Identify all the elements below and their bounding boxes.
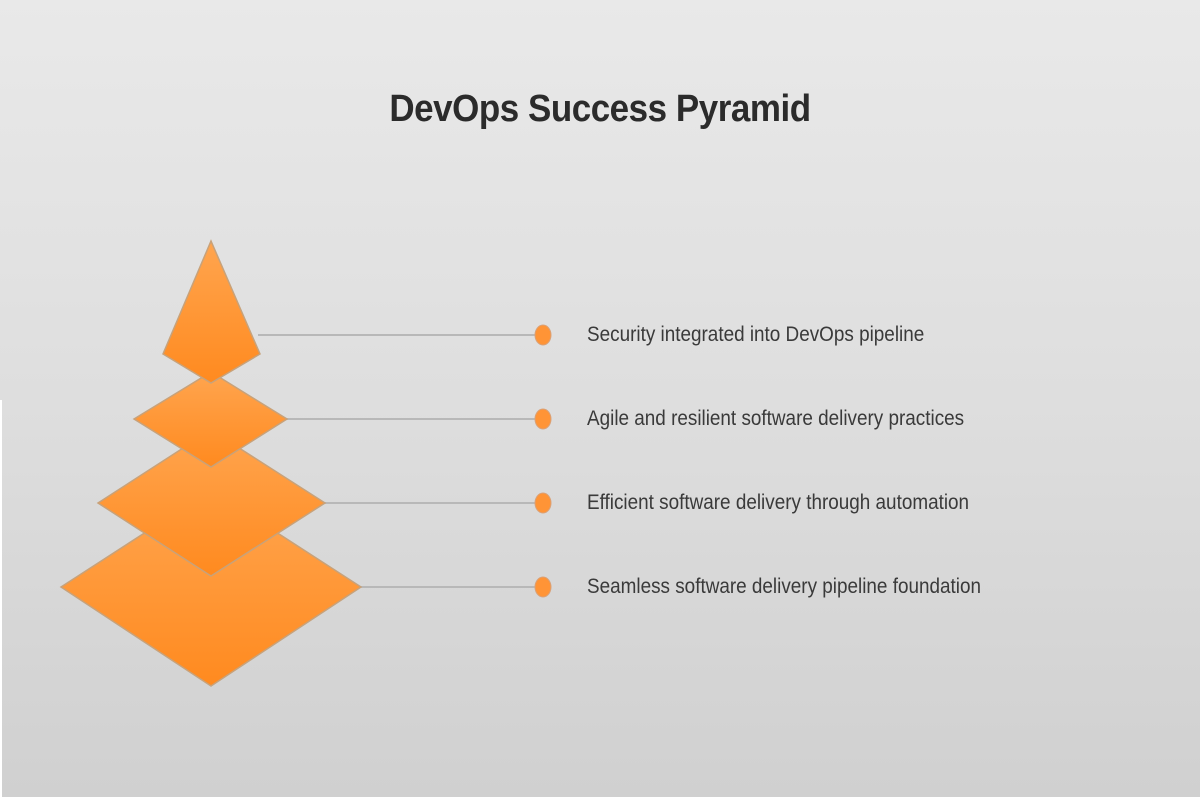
connector-lines — [258, 334, 543, 588]
tier-4-label: Seamless software delivery pipeline foun… — [587, 575, 981, 598]
bullet-dots — [534, 324, 552, 598]
bullet-dot-tier-2 — [534, 408, 552, 430]
tier-2-label: Agile and resilient software delivery pr… — [587, 407, 965, 430]
bullet-dot-tier-4 — [534, 576, 552, 598]
bottom-edge-strip — [0, 797, 1200, 800]
bullet-dot-tier-1 — [534, 324, 552, 346]
pyramid-tier-4-base[interactable] — [59, 489, 363, 687]
diagram-title: DevOps Success Pyramid — [389, 88, 811, 130]
tier-1-label: Security integrated into DevOps pipeline — [587, 323, 925, 346]
pyramid-tier-1-apex[interactable] — [162, 239, 261, 384]
pyramid-tier-2[interactable] — [132, 371, 289, 468]
left-edge-strip — [0, 400, 2, 800]
tier-3-label: Efficient software delivery through auto… — [587, 491, 970, 514]
pyramid-tier-3[interactable] — [96, 429, 327, 577]
bullet-dot-tier-3 — [534, 492, 552, 514]
